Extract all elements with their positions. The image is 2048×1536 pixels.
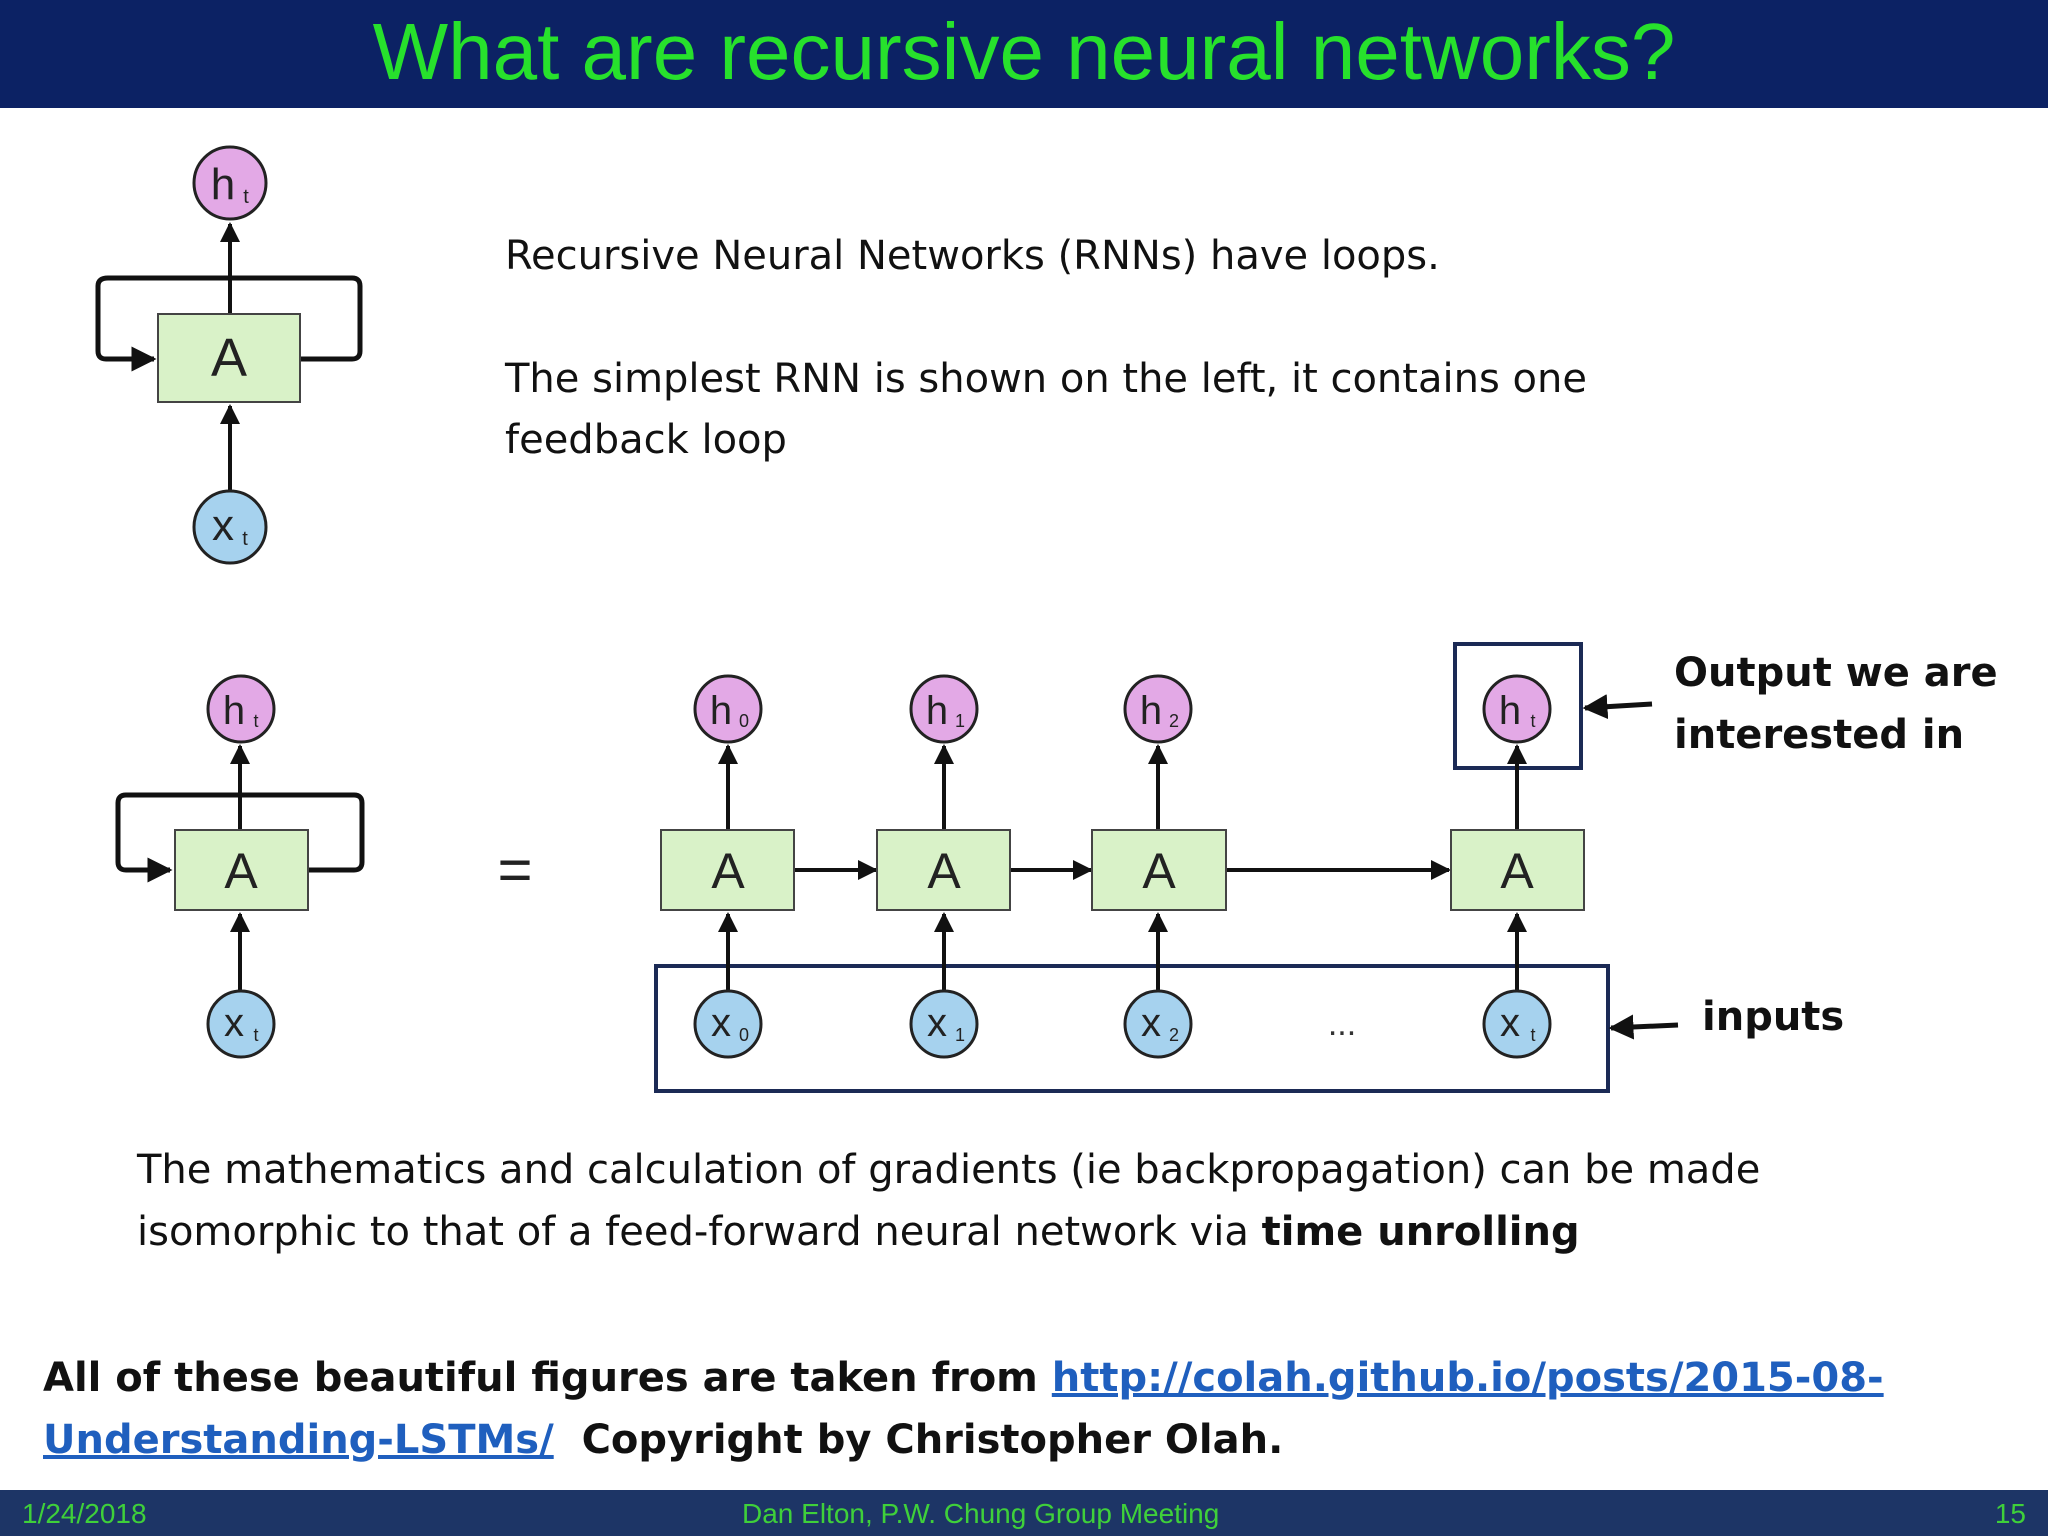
footer-page-number: 15 [1994,1498,2026,1529]
output-callout-arrow [1582,694,1653,720]
unrolled-rnn-diagram: A h 0 x 0 A h 1 x 1 A h 2 x 2 ... A [654,642,1679,1093]
credit-line-2: Understanding-LSTMs/ Copyright by Christ… [43,1410,1283,1471]
input-subscript-0: 0 [739,1025,749,1045]
hidden-node-t [1482,674,1552,744]
body-line-2: isomorphic to that of a feed-forward neu… [137,1202,1580,1263]
colah-link-part-2[interactable]: Understanding-LSTMs/ [43,1417,554,1463]
credit-prefix: All of these beautiful figures are taken… [43,1355,1052,1401]
title-bar: What are recursive neural networks? [0,0,2048,108]
inputs-label: inputs [1702,994,1845,1040]
input-subscript-1: 1 [955,1025,965,1045]
hidden-letter-t: h [1499,689,1521,733]
footer-date: 1/24/2018 [22,1498,147,1529]
hidden-letter-1: h [926,689,948,733]
unrolled-cell-1 [876,829,1011,911]
hidden-subscript-2: 2 [1169,711,1179,731]
unrolled-cell-0-label: A [711,843,745,899]
copyright-text: Copyright by Christopher Olah. [581,1417,1284,1463]
folded-hidden-node [206,674,276,744]
top-hidden-subscript: t [243,186,249,208]
output-label-line-2: interested in [1674,712,1965,758]
top-cell-box [157,313,301,403]
folded-cell-label: A [224,843,258,899]
input-node-0 [693,989,763,1059]
top-input-letter: x [212,501,234,550]
hidden-node-2 [1123,674,1193,744]
ellipsis: ... [1328,1005,1356,1043]
input-subscript-2: 2 [1169,1025,1179,1045]
unrolled-cell-0 [660,829,795,911]
input-node-2 [1123,989,1193,1059]
inputs-frame [654,964,1610,1093]
folded-hidden-letter: h [223,689,245,733]
folded-input-letter: x [224,1001,244,1045]
intro-line-1: Recursive Neural Networks (RNNs) have lo… [505,233,1440,279]
top-cell-label: A [211,328,247,388]
colah-link-part-1[interactable]: http://colah.github.io/posts/2015-08- [1051,1355,1884,1401]
input-letter-2: x [1141,1001,1161,1045]
hidden-node-0 [693,674,763,744]
body-line-2-text: isomorphic to that of a feed-forward neu… [137,1209,1262,1255]
folded-rnn-diagram: A h t x t [115,674,365,1059]
top-hidden-letter: h [211,160,235,209]
hidden-subscript-1: 1 [955,711,965,731]
unrolled-cell-t-label: A [1500,843,1534,899]
unrolled-cell-2-label: A [1142,843,1176,899]
folded-cell-box [174,829,309,911]
hidden-subscript-t: t [1530,711,1535,731]
input-node-t [1482,989,1552,1059]
equals-sign: = [497,836,532,903]
intro-line-3: feedback loop [505,417,787,463]
top-rnn-loop-diagram: A h t x t [95,145,363,565]
input-letter-t: x [1500,1001,1520,1045]
folded-input-node [206,989,276,1059]
hidden-subscript-0: 0 [739,711,749,731]
body-line-1: The mathematics and calculation of gradi… [137,1147,1761,1193]
hidden-letter-2: h [1140,689,1162,733]
folded-hidden-subscript: t [253,711,258,731]
top-input-node [192,489,268,565]
inputs-callout-arrow [1608,1014,1679,1040]
input-letter-1: x [927,1001,947,1045]
credit-line-1: All of these beautiful figures are taken… [43,1348,1884,1409]
unrolled-cell-2 [1091,829,1227,911]
input-letter-0: x [711,1001,731,1045]
intro-line-2: The simplest RNN is shown on the left, i… [505,356,1587,402]
unrolled-cell-t [1450,829,1585,911]
output-label-line-1: Output we are [1674,650,1998,696]
input-subscript-t: t [1530,1025,1535,1045]
top-hidden-node [192,145,268,221]
slide-title: What are recursive neural networks? [372,7,1676,96]
input-node-1 [909,989,979,1059]
footer-bar: 1/24/2018 Dan Elton, P.W. Chung Group Me… [0,1490,2048,1536]
folded-input-subscript: t [253,1025,258,1045]
footer-presenter: Dan Elton, P.W. Chung Group Meeting [742,1498,1220,1529]
unrolled-cell-1-label: A [927,843,961,899]
hidden-node-1 [909,674,979,744]
top-input-subscript: t [242,528,248,550]
hidden-letter-0: h [710,689,732,733]
time-unrolling-emphasis: time unrolling [1261,1209,1580,1255]
